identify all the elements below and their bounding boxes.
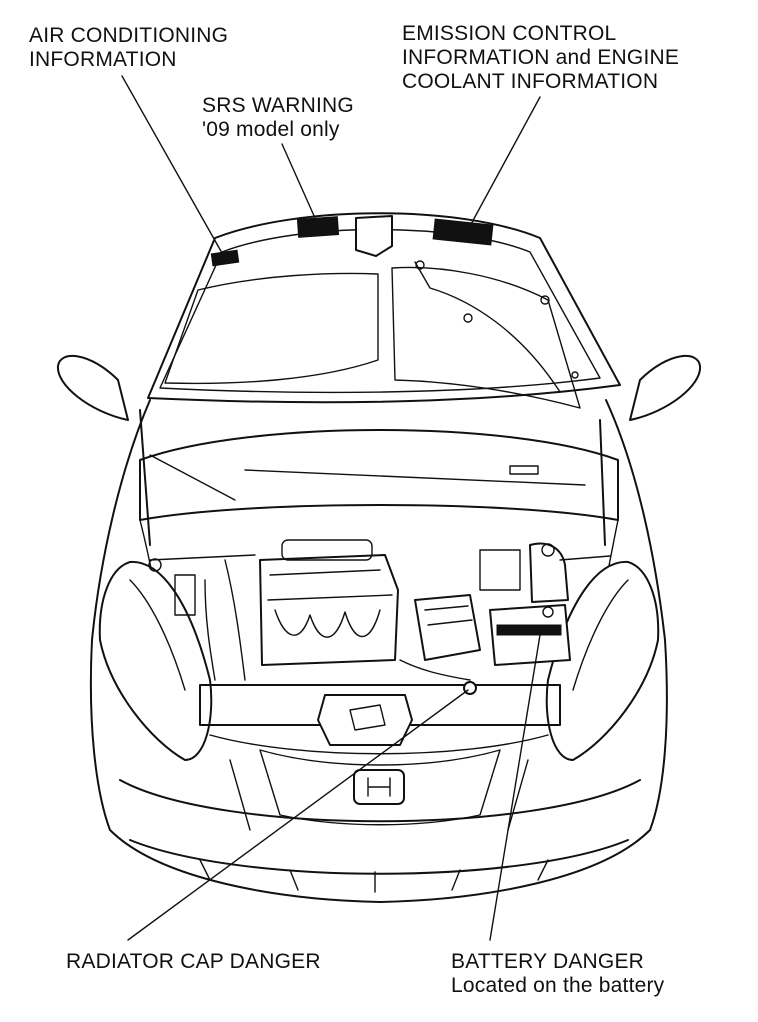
battery-leader-line: [489, 634, 541, 941]
open-hood: [147, 212, 621, 409]
car-body: [56, 354, 702, 903]
battery-danger-label: BATTERY DANGER Located on the battery: [451, 950, 664, 998]
engine-compartment: [148, 539, 611, 746]
srs-label-plate: [296, 216, 340, 238]
right-headlight: [545, 560, 660, 761]
emission-leader-line: [469, 96, 541, 227]
radiator-cap-label: RADIATOR CAP DANGER: [66, 950, 321, 974]
left-mirror: [56, 354, 129, 421]
air-conditioning-label-line1: AIR CONDITIONING: [29, 24, 229, 47]
air-conditioning-label-line2: INFORMATION: [29, 48, 177, 71]
srs-warning-label-line2: '09 model only: [202, 118, 340, 141]
radiator-leader-line: [127, 689, 469, 941]
srs-warning-label: SRS WARNING '09 model only: [202, 94, 354, 142]
emission-control-label-line2: INFORMATION and ENGINE: [402, 46, 680, 69]
emission-control-label-line1: EMISSION CONTROL: [402, 22, 617, 45]
srs-leader-line: [281, 143, 316, 219]
emission-control-label: EMISSION CONTROL INFORMATION and ENGINE …: [402, 22, 679, 94]
left-headlight: [98, 560, 213, 761]
right-mirror: [629, 354, 702, 421]
emission-control-label-line3: COOLANT INFORMATION: [402, 70, 659, 93]
radiator-cap-label-line1: RADIATOR CAP DANGER: [66, 950, 321, 973]
srs-warning-label-line1: SRS WARNING: [202, 94, 354, 117]
battery-danger-label-line2: Located on the battery: [451, 974, 665, 997]
ac-leader-line: [121, 75, 223, 254]
ac-label-plate: [210, 249, 240, 267]
air-conditioning-label: AIR CONDITIONING INFORMATION: [29, 24, 228, 72]
leader-lines: [121, 75, 541, 941]
emission-label-plate: [432, 218, 494, 246]
battery-danger-label-line1: BATTERY DANGER: [451, 950, 645, 973]
